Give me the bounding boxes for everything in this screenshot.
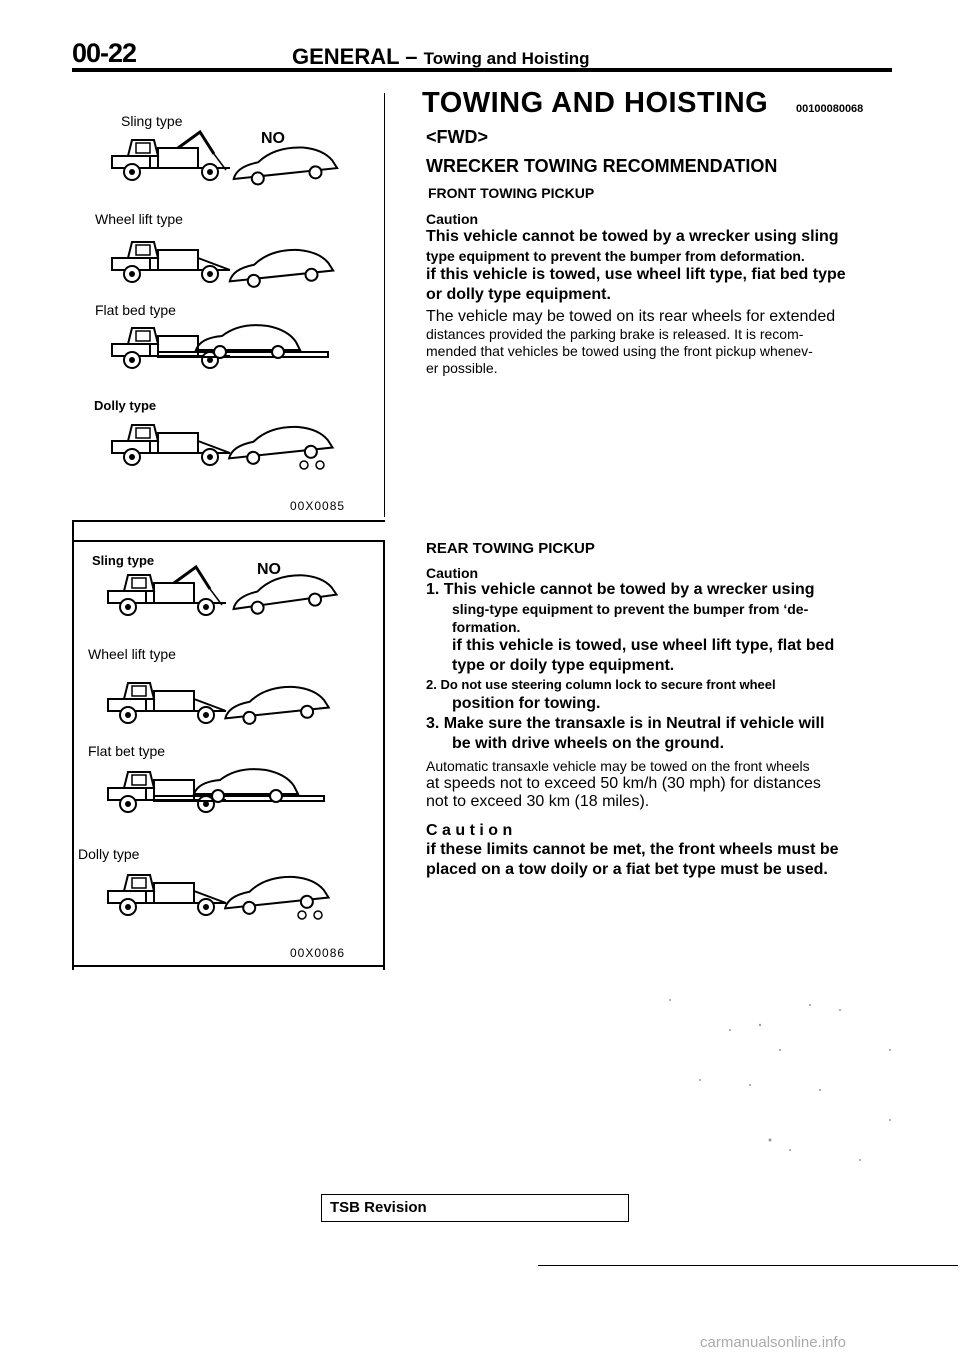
header-dash: – bbox=[405, 44, 418, 69]
fig2-no-mark: NO bbox=[257, 561, 281, 578]
flat-bet-truck-illustration-rear bbox=[107, 768, 325, 813]
front-caution-line: type equipment to prevent the bumper fro… bbox=[426, 248, 805, 264]
fig2-label-sling: Sling type bbox=[92, 553, 155, 568]
fig2-code: 00X0086 bbox=[290, 946, 346, 960]
rear-item-line: sling-type equipment to prevent the bump… bbox=[452, 601, 809, 617]
rear-paragraph-line: Automatic transaxle vehicle may be towed… bbox=[426, 758, 810, 774]
front-paragraph: The vehicle may be towed on its rear whe… bbox=[426, 308, 891, 377]
rear-paragraph-line: not to exceed 30 km (18 miles). bbox=[426, 793, 650, 810]
fig1-label-wheel-lift: Wheel lift type bbox=[95, 211, 183, 227]
rear-item-line: type or doily type equipment. bbox=[452, 657, 675, 674]
front-caution-line: or dolly type equipment. bbox=[426, 286, 611, 303]
page-title: TOWING AND HOISTING bbox=[422, 87, 769, 119]
header-section-name: GENERAL bbox=[292, 44, 400, 69]
rear-item-line: 1. This vehicle cannot be towed by a wre… bbox=[426, 581, 815, 598]
wrecker-heading: WRECKER TOWING RECOMMENDATION bbox=[426, 156, 778, 176]
dolly-truck-illustration bbox=[111, 421, 335, 470]
fig1-no-mark: NO bbox=[261, 130, 285, 147]
front-caution-line: if this vehicle is towed, use wheel lift… bbox=[426, 266, 846, 283]
fig2-label-wheel-lift: Wheel lift type bbox=[88, 646, 176, 662]
tsb-revision-box: TSB Revision bbox=[321, 1194, 629, 1222]
rear-item-line: if this vehicle is towed, use wheel lift… bbox=[452, 637, 835, 654]
rear-item-line: 3. Make sure the transaxle is in Neutral… bbox=[426, 715, 825, 732]
front-paragraph-line: The vehicle may be towed on its rear whe… bbox=[426, 308, 836, 325]
rear-item-line: formation. bbox=[452, 619, 521, 635]
front-paragraph-line: mended that vehicles be towed using the … bbox=[426, 343, 813, 359]
fig2-label-dolly: Dolly type bbox=[78, 846, 140, 862]
rear-item-line: be with drive wheels on the ground. bbox=[452, 735, 725, 752]
rear-paragraph-line: at speeds not to exceed 50 km/h (30 mph)… bbox=[426, 775, 821, 792]
figure-rear-frame-right bbox=[383, 540, 385, 970]
figure-rear-frame bbox=[72, 520, 74, 970]
tsb-revision-label: TSB Revision bbox=[330, 1199, 427, 1216]
front-heading: FRONT TOWING PICKUP bbox=[428, 185, 595, 201]
fig1-code: 00X0085 bbox=[290, 499, 346, 513]
wheel-lift-truck-illustration-rear bbox=[107, 681, 331, 728]
front-caution: This vehicle cannot be towed by a wrecke… bbox=[426, 227, 891, 305]
figure-divider-2 bbox=[72, 540, 385, 542]
fig1-label-flat-bed: Flat bed type bbox=[95, 302, 176, 318]
scan-noise bbox=[669, 999, 891, 1161]
rear-caution2-label: C a u t i o n bbox=[426, 822, 513, 839]
front-caution-label: Caution bbox=[426, 211, 479, 227]
sling-truck-illustration bbox=[111, 130, 339, 186]
front-caution-line: This vehicle cannot be towed by a wrecke… bbox=[426, 228, 839, 245]
front-paragraph-line: er possible. bbox=[426, 360, 498, 376]
rear-caution-list: 1. This vehicle cannot be towed by a wre… bbox=[426, 580, 891, 754]
rear-item-line: position for towing. bbox=[452, 695, 601, 712]
flat-bed-truck-illustration bbox=[111, 324, 329, 369]
fig1-label-sling: Sling type bbox=[121, 113, 183, 129]
header-section: GENERAL – Towing and Hoisting bbox=[292, 44, 590, 70]
figure-bottom-rule bbox=[72, 965, 385, 967]
rear-caution2-line: placed on a tow doily or a fiat bet type… bbox=[426, 861, 828, 878]
title-code: 00100080068 bbox=[796, 103, 864, 115]
header-subsection: Towing and Hoisting bbox=[423, 49, 590, 68]
watermark: carmanualsonline.info bbox=[700, 1334, 846, 1351]
fig1-label-dolly: Dolly type bbox=[94, 398, 157, 413]
rear-paragraph: Automatic transaxle vehicle may be towed… bbox=[426, 758, 891, 811]
front-paragraph-line: distances provided the parking brake is … bbox=[426, 326, 804, 342]
rear-item-line: 2. Do not use steering column lock to se… bbox=[426, 677, 776, 692]
header-rule bbox=[72, 68, 892, 72]
rear-caution2-line: if these limits cannot be met, the front… bbox=[426, 841, 839, 858]
rear-caution-label: Caution bbox=[426, 565, 479, 581]
rear-heading: REAR TOWING PICKUP bbox=[426, 540, 595, 557]
dolly-truck-illustration-rear bbox=[107, 871, 331, 920]
footer-rule bbox=[538, 1265, 958, 1266]
sling-truck-illustration-rear bbox=[107, 565, 339, 618]
figure-divider bbox=[72, 520, 385, 522]
wheel-lift-truck-illustration bbox=[111, 241, 336, 288]
page-code: 00-22 bbox=[72, 38, 137, 68]
figure-front-pickup bbox=[72, 93, 385, 517]
rear-caution2: if these limits cannot be met, the front… bbox=[426, 840, 891, 880]
fig2-label-flat-bet: Flat bet type bbox=[88, 743, 166, 759]
fwd-label: <FWD> bbox=[426, 127, 489, 147]
